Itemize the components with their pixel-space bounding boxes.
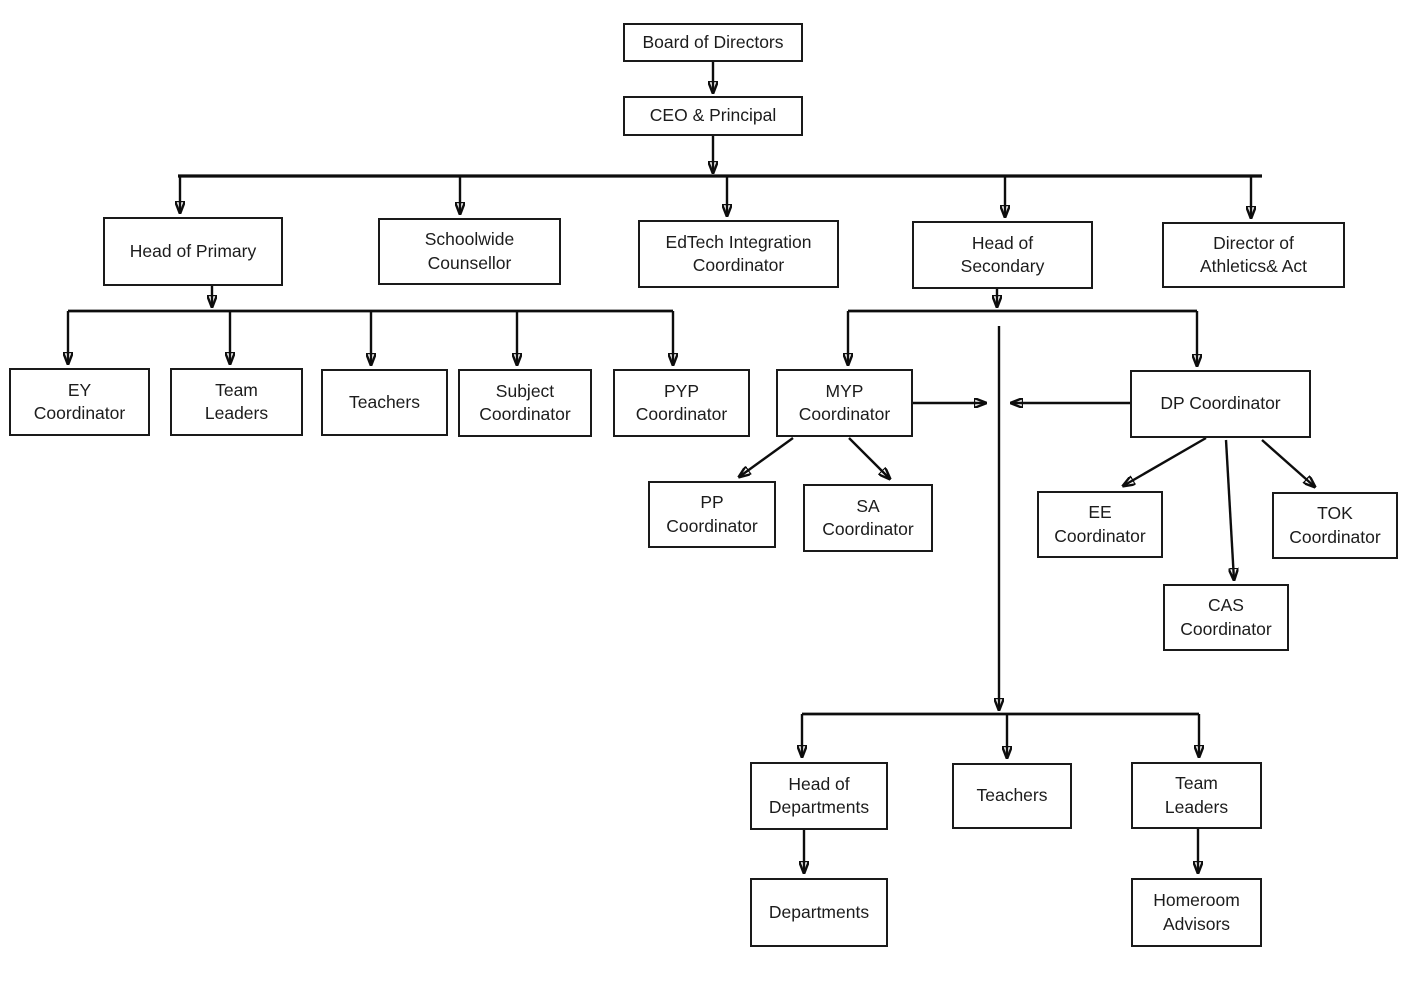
edge-dp-cas — [1224, 439, 1234, 580]
node-teachers-secondary: Teachers — [952, 763, 1072, 829]
node-director-of-athletics: Director of Athletics& Act — [1162, 222, 1345, 288]
node-dp-coordinator: DP Coordinator — [1130, 370, 1311, 438]
node-subject-coordinator: Subject Coordinator — [458, 369, 592, 437]
node-ey-coordinator: EY Coordinator — [9, 368, 150, 436]
node-departments: Departments — [750, 878, 888, 947]
node-teachers-primary: Teachers — [321, 369, 448, 436]
node-board-of-directors: Board of Directors — [623, 23, 803, 62]
node-tok-coordinator: TOK Coordinator — [1272, 492, 1398, 559]
edge-dp-ee — [1123, 436, 1207, 486]
node-edtech-integration-coordinator: EdTech Integration Coordinator — [638, 220, 839, 288]
node-ee-coordinator: EE Coordinator — [1037, 491, 1163, 558]
edge-myp-pp — [739, 437, 794, 477]
node-schoolwide-counsellor: Schoolwide Counsellor — [378, 218, 561, 285]
node-cas-coordinator: CAS Coordinator — [1163, 584, 1289, 651]
edge-myp-sa — [848, 437, 890, 479]
edge-dp-tok — [1261, 439, 1315, 487]
node-pp-coordinator: PP Coordinator — [648, 481, 776, 548]
node-pyp-coordinator: PYP Coordinator — [613, 369, 750, 437]
node-head-of-secondary: Head of Secondary — [912, 221, 1093, 289]
node-team-leaders-secondary: Team Leaders — [1131, 762, 1262, 829]
node-homeroom-advisors: Homeroom Advisors — [1131, 878, 1262, 947]
node-team-leaders-primary: Team Leaders — [170, 368, 303, 436]
node-sa-coordinator: SA Coordinator — [803, 484, 933, 552]
node-myp-coordinator: MYP Coordinator — [776, 369, 913, 437]
node-head-of-primary: Head of Primary — [103, 217, 283, 286]
node-head-of-departments: Head of Departments — [750, 762, 888, 830]
node-ceo-principal: CEO & Principal — [623, 96, 803, 136]
